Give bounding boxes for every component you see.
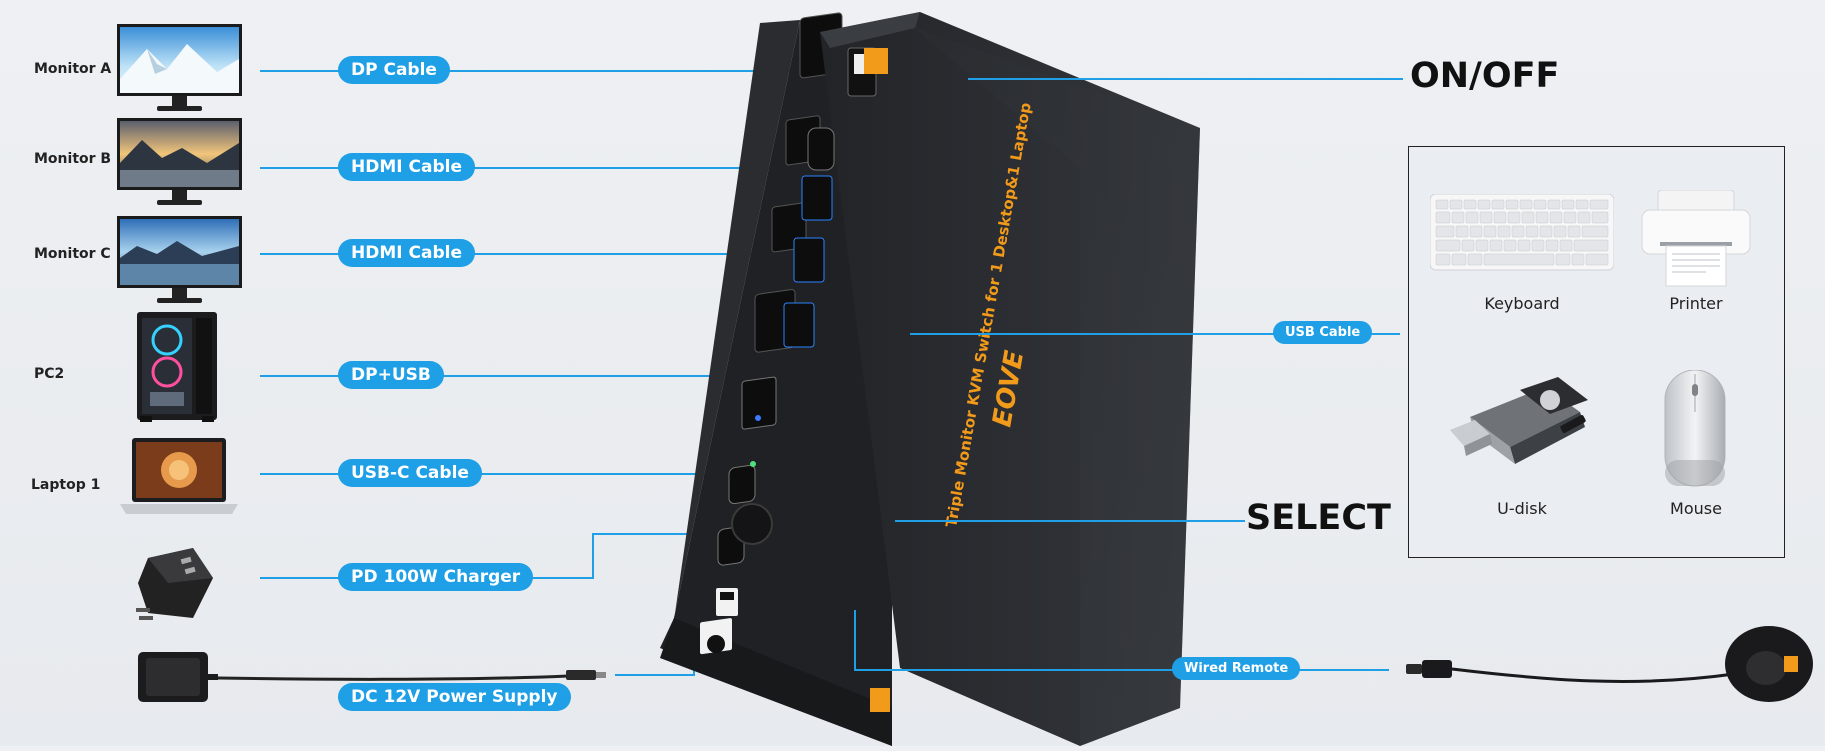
dc-cable <box>217 664 608 719</box>
pc2-label: PC2 <box>34 366 65 382</box>
monitor-b-label: Monitor B <box>34 151 112 167</box>
usbc-cable-line <box>260 473 715 475</box>
mouse-label: Mouse <box>1670 499 1722 518</box>
dc-power-line <box>615 674 695 676</box>
mouse-icon <box>1660 369 1730 495</box>
hdmi-b-cable-line <box>260 167 790 169</box>
dp-cable-pill: DP Cable <box>338 56 450 84</box>
monitor-c-label: Monitor C <box>34 246 111 262</box>
dc-power-pill: DC 12V Power Supply <box>338 683 571 711</box>
kvm-switch-device: EOVE Triple Monitor KVM Switch for 1 Des… <box>660 8 1200 751</box>
pd-charger-vline <box>592 533 594 579</box>
keyboard-label: Keyboard <box>1484 294 1560 313</box>
laptop-icon <box>120 438 238 527</box>
on-off-line <box>968 78 1403 80</box>
wired-remote-vline <box>854 610 856 670</box>
monitor-c-icon <box>117 216 242 311</box>
usbc-cable-pill: USB-C Cable <box>338 459 482 487</box>
usb-drive-icon <box>1450 372 1600 487</box>
pd-charger-pill: PD 100W Charger <box>338 563 534 591</box>
wired-remote-icon <box>1404 620 1825 715</box>
keyboard-icon <box>1429 193 1615 279</box>
wired-remote-line <box>854 669 1389 671</box>
udisk-label: U-disk <box>1497 499 1547 518</box>
pc-tower-icon <box>132 312 222 429</box>
usb-cable-line <box>910 333 1400 335</box>
hdmi-b-cable-pill: HDMI Cable <box>338 153 475 181</box>
pd-charger-line-2 <box>592 533 710 535</box>
wired-remote-pill: Wired Remote <box>1172 657 1301 680</box>
hdmi-c-cable-line <box>260 253 775 255</box>
dp-usb-cable-pill: DP+USB <box>338 361 444 389</box>
select-label: SELECT <box>1246 498 1391 538</box>
monitor-a-icon <box>117 24 242 119</box>
usb-cable-pill: USB Cable <box>1273 321 1373 344</box>
printer-label: Printer <box>1669 294 1723 313</box>
printer-icon <box>1636 189 1756 295</box>
on-off-label: ON/OFF <box>1410 56 1560 96</box>
monitor-a-label: Monitor A <box>34 61 112 77</box>
dp-cable-line <box>260 70 805 72</box>
hdmi-c-cable-pill: HDMI Cable <box>338 239 475 267</box>
monitor-b-icon <box>117 118 242 213</box>
power-adapter-icon <box>138 652 218 709</box>
select-line <box>895 520 1245 522</box>
laptop1-label: Laptop 1 <box>31 477 101 493</box>
dp-usb-cable-line <box>260 375 740 377</box>
charger-icon <box>133 538 223 633</box>
